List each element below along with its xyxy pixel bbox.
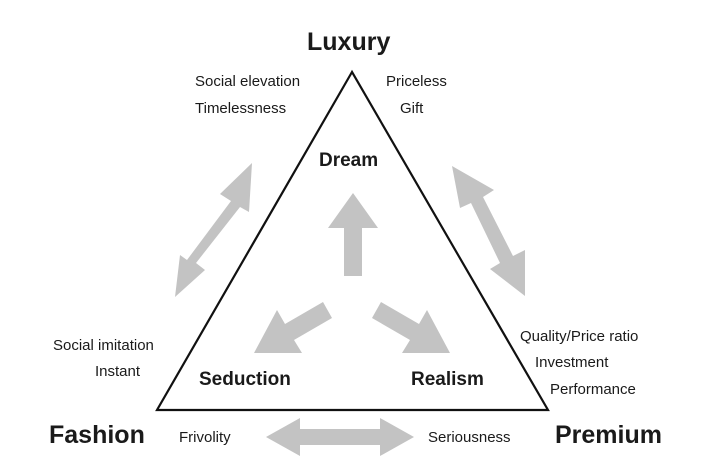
corner-premium: Premium [555, 421, 662, 449]
triangle [155, 69, 550, 412]
axis-label-frivolity: Frivolity [179, 429, 231, 446]
double-arrow-fashion-premium [266, 418, 414, 456]
premium-attr-performance: Performance [550, 381, 636, 398]
luxury-attr-priceless: Priceless [386, 73, 447, 90]
arrow-up-dream [328, 193, 378, 276]
fashion-attr-instant: Instant [95, 363, 141, 380]
fashion-attr-social-imitation: Social imitation [53, 337, 154, 354]
luxury-attr-social-elevation: Social elevation [195, 73, 301, 90]
double-arrow-luxury-premium [452, 166, 525, 296]
corner-luxury: Luxury [307, 28, 391, 56]
inner-seduction: Seduction [199, 369, 291, 390]
arrow-to-realism [372, 302, 450, 353]
luxury-attr-gift: Gift [400, 100, 424, 117]
arrow-to-seduction [254, 302, 332, 353]
corner-fashion: Fashion [49, 421, 145, 449]
premium-attr-quality-price: Quality/Price ratio [520, 328, 639, 345]
inner-dream: Dream [319, 150, 379, 171]
double-arrow-luxury-fashion [175, 163, 252, 297]
axis-label-seriousness: Seriousness [428, 429, 511, 446]
inner-realism: Realism [411, 369, 484, 390]
luxury-attr-timelessness: Timelessness [195, 100, 287, 117]
premium-attr-investment: Investment [535, 354, 609, 371]
